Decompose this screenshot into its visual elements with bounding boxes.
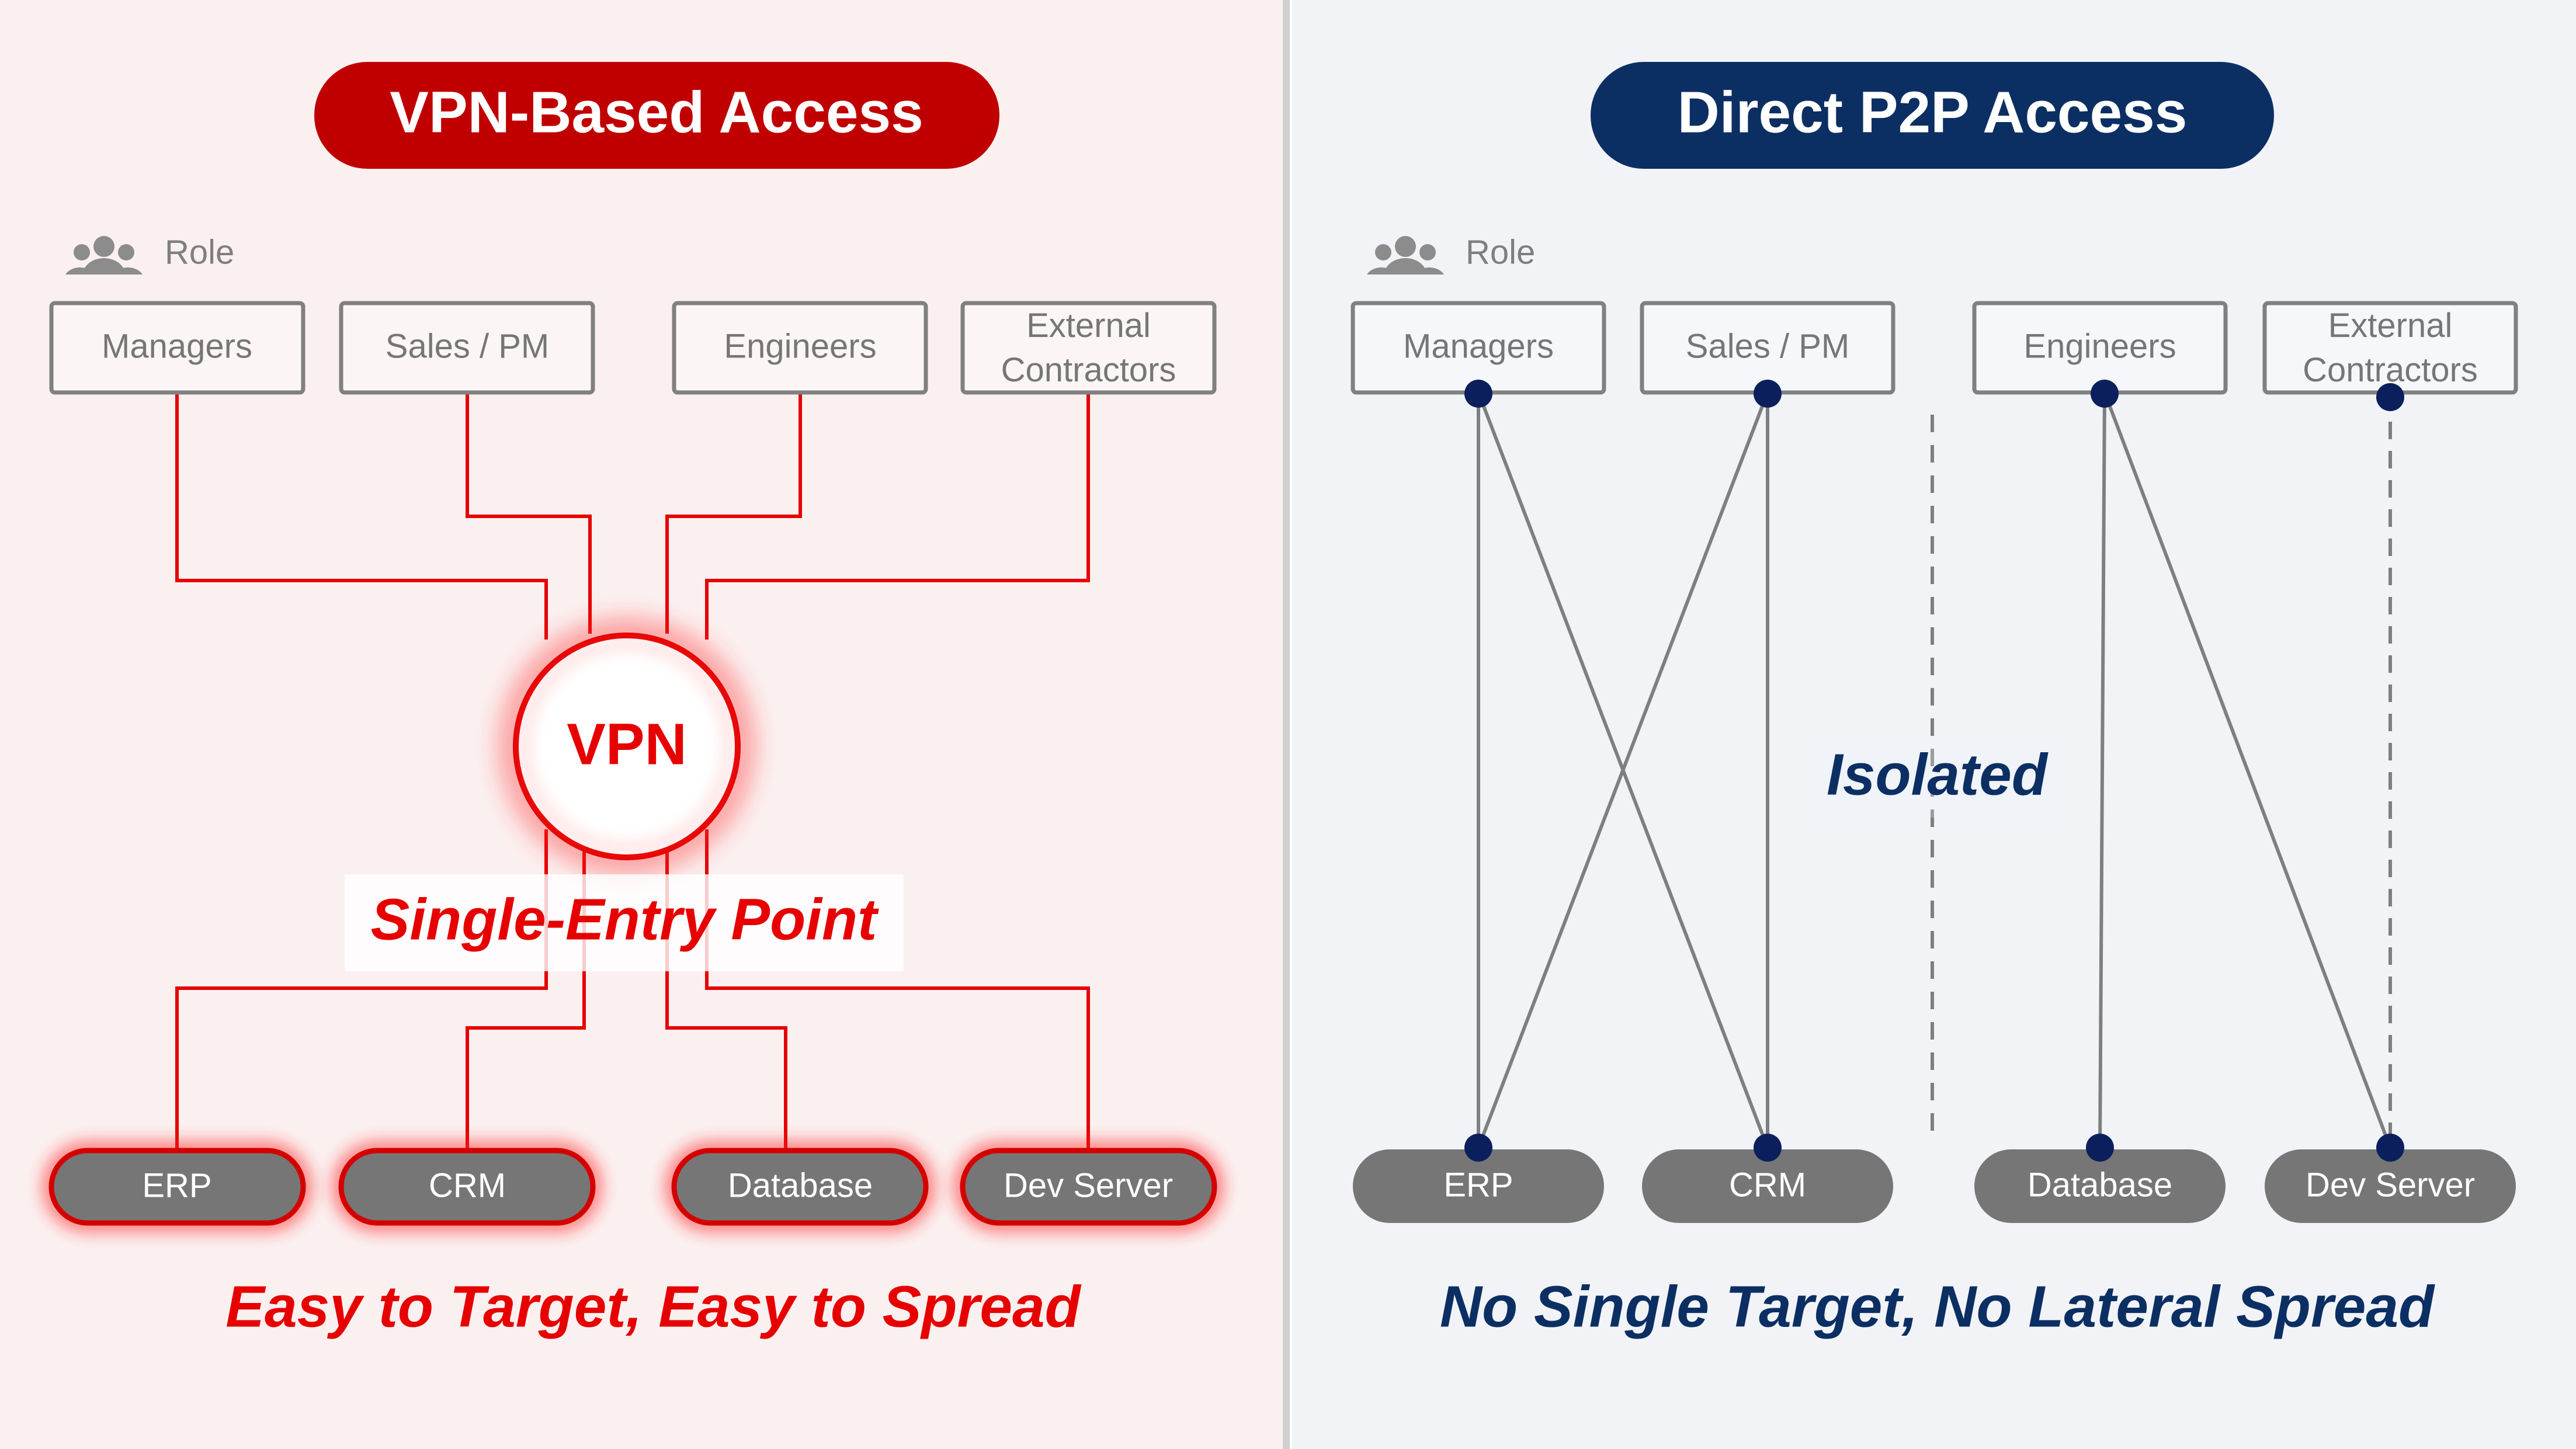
left-title-pill: VPN-Based Access <box>314 62 999 169</box>
right-resource-database: Database <box>1974 1149 2226 1223</box>
panel-divider <box>1283 0 1290 1449</box>
left-resource-dev-server: Dev Server <box>954 1142 1223 1232</box>
left-role-sales-pm: Sales / PM <box>339 301 595 395</box>
right-role-managers: Managers <box>1351 301 1606 395</box>
svg-text:Engineers: Engineers <box>724 327 876 365</box>
svg-text:Engineers: Engineers <box>2023 327 2176 365</box>
left-group-icon <box>65 236 143 274</box>
vpn-hub: VPN <box>501 621 752 872</box>
svg-text:Database: Database <box>2028 1166 2172 1204</box>
right-role-label: Role <box>1466 233 1535 271</box>
svg-text:ERP: ERP <box>142 1166 211 1204</box>
svg-text:Sales / PM: Sales / PM <box>1686 327 1849 365</box>
p2p-connections <box>1477 391 2392 1149</box>
left-footer: Easy to Target, Easy to Spread <box>225 1274 1081 1339</box>
left-resource-database: Database <box>665 1142 935 1232</box>
left-top-connectors <box>175 392 1090 640</box>
left-role-engineers: Engineers <box>672 301 928 395</box>
left-role-external-contractors: External Contractors <box>960 301 1217 395</box>
right-resource-crm: CRM <box>1642 1149 1893 1223</box>
p2p-endpoint-nodes <box>1464 380 2404 1162</box>
right-role-engineers: Engineers <box>1972 301 2228 395</box>
isolated-label: Isolated <box>1827 742 2049 807</box>
right-title: Direct P2P Access <box>1678 79 2188 145</box>
right-group-icon <box>1367 236 1444 274</box>
svg-text:Sales / PM: Sales / PM <box>386 327 549 365</box>
right-footer: No Single Target, No Lateral Spread <box>1440 1274 2435 1339</box>
left-role-label: Role <box>165 233 234 271</box>
svg-text:CRM: CRM <box>429 1166 506 1204</box>
right-title-pill: Direct P2P Access <box>1591 62 2274 169</box>
svg-text:Managers: Managers <box>102 327 252 365</box>
svg-text:ERP: ERP <box>1443 1166 1513 1204</box>
left-role-external-label: External Contractors <box>1001 306 1176 389</box>
svg-text:Dev Server: Dev Server <box>2306 1166 2475 1204</box>
right-resource-dev-server: Dev Server <box>2265 1149 2516 1223</box>
left-title: VPN-Based Access <box>390 79 923 145</box>
svg-text:CRM: CRM <box>1729 1166 1806 1204</box>
svg-text:Single-Entry Point: Single-Entry Point <box>371 887 879 952</box>
vpn-label: VPN <box>567 711 687 777</box>
right-role-external-contractors: External Contractors <box>2262 301 2518 395</box>
svg-text:Database: Database <box>728 1166 873 1204</box>
right-resource-erp: ERP <box>1353 1149 1604 1223</box>
left-resource-crm: CRM <box>332 1142 602 1232</box>
svg-text:Dev Server: Dev Server <box>1004 1166 1173 1204</box>
right-role-sales-pm: Sales / PM <box>1640 301 1895 395</box>
svg-text:Managers: Managers <box>1403 327 1554 365</box>
right-role-external-label: External Contractors <box>2303 306 2478 389</box>
left-resource-erp: ERP <box>43 1142 312 1232</box>
left-role-managers: Managers <box>49 301 305 395</box>
single-entry-caption: Single-Entry Point <box>345 874 904 971</box>
